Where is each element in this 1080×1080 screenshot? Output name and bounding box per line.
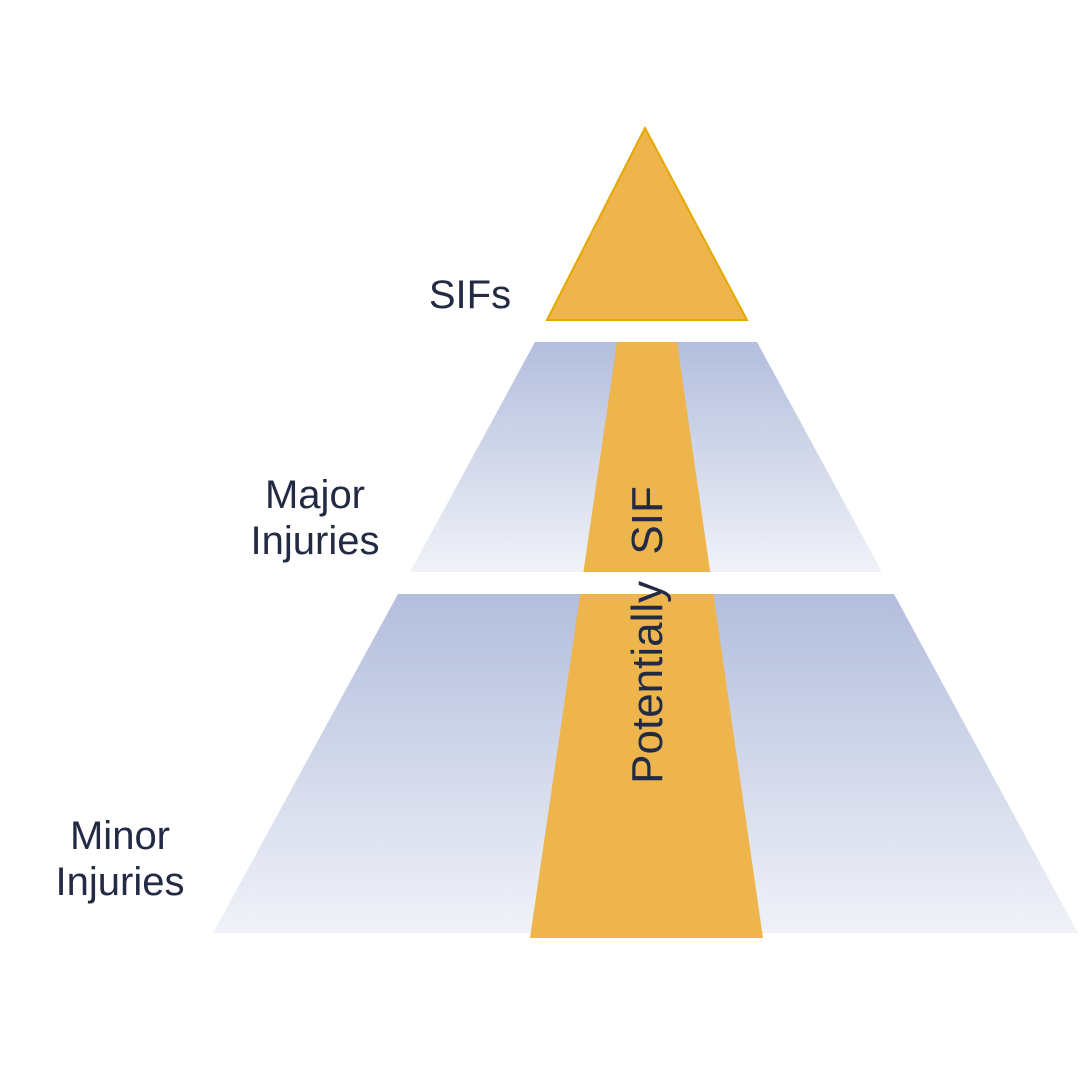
major-injuries-label: Major Injuries <box>250 473 380 563</box>
potentially-sif-wedge <box>530 342 763 938</box>
minor-injuries-label: Minor Injuries <box>55 814 185 904</box>
sifs-label: SIFs <box>428 273 512 317</box>
potentially-sif-label: Potentially SIF <box>623 486 672 784</box>
sifs-tier <box>545 125 749 321</box>
